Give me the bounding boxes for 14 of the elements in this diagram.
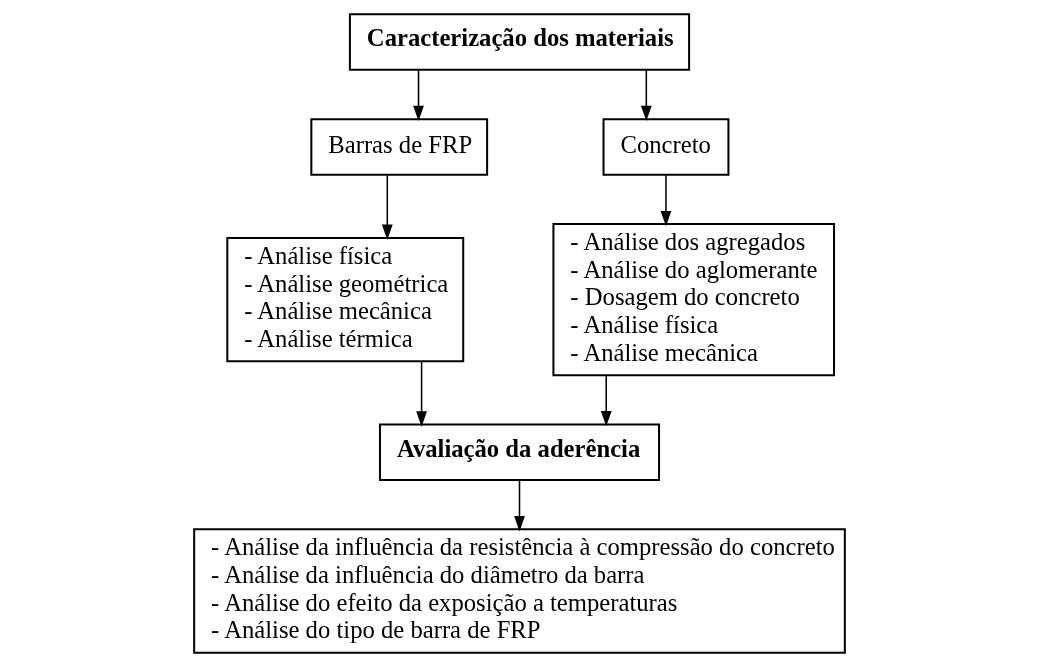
arrow — [640, 69, 652, 122]
arrow — [413, 69, 424, 122]
arrow — [514, 479, 525, 532]
node-box: - Análise da influência da resistência à compressão do concreto - Análise da influência do diâmetro da barra - Análise do efeito da exposição a temperaturas - Análise do tipo de barra de FRP — [193, 528, 846, 654]
node-box: Avaliação da aderência — [378, 423, 661, 481]
node-box: - Análise física - Análise geométrica - Análise mecânica - Análise térmica — [226, 236, 465, 363]
node-box: Concreto — [602, 118, 730, 176]
node-box: Barras de FRP — [310, 118, 489, 176]
arrow — [660, 174, 672, 227]
node-box: - Análise dos agregados - Análise do aglomerante - Dosagem do concreto - Análise física - Análise mecânica — [552, 223, 836, 377]
arrow — [600, 374, 612, 427]
arrow — [416, 360, 427, 427]
node-box: Caracterização dos materiais — [348, 13, 691, 71]
arrow — [381, 174, 393, 240]
